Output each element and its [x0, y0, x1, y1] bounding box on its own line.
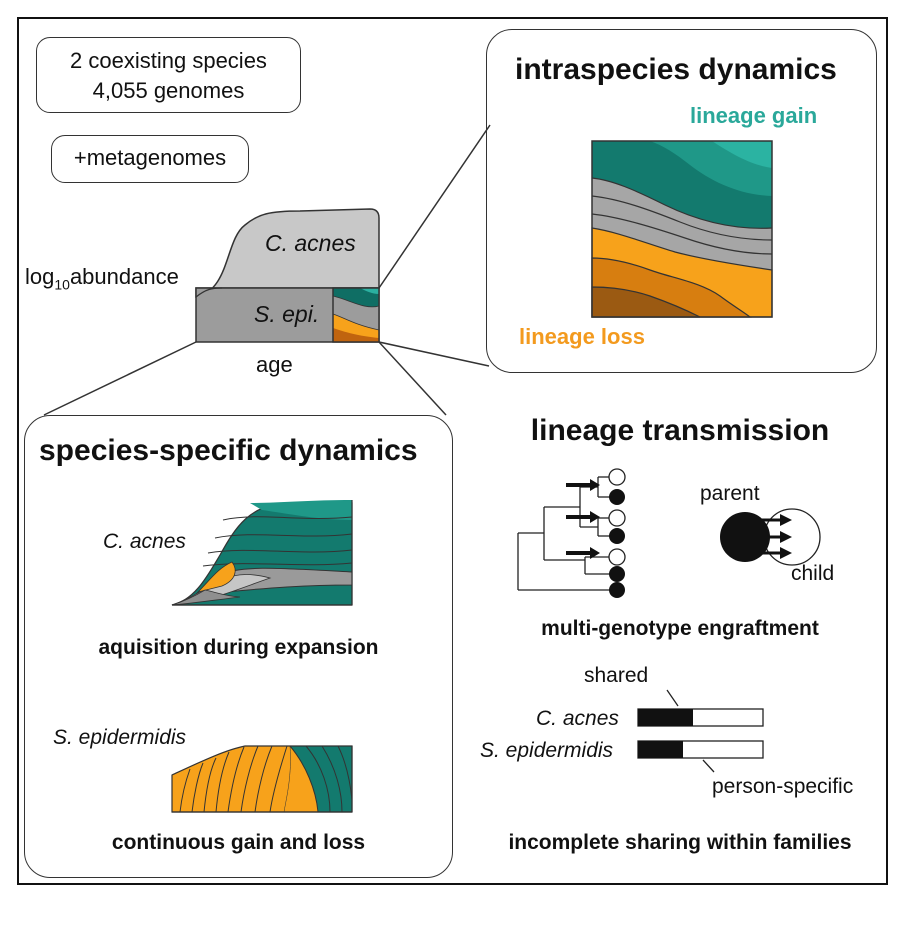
figure-frame: [17, 17, 888, 885]
shared-pointer: [666, 689, 679, 707]
lineage-gain-label: lineage gain: [690, 103, 818, 128]
engraftment-arrows: [566, 479, 600, 559]
shared-bar: [638, 741, 683, 758]
age-axis-label: age: [256, 352, 293, 377]
s-epi-area-label: S. epi.: [254, 301, 320, 327]
engraftment-caption: multi-genotype engraftment: [541, 617, 819, 640]
s-epi-lineage-plot: [171, 745, 353, 813]
shared-label: shared: [584, 664, 649, 687]
transmission-title: lineage transmission: [530, 414, 830, 447]
species-specific-title: species-specific dynamics: [39, 434, 418, 467]
intraspecies-title: intraspecies dynamics: [515, 53, 837, 86]
person-specific-pointer: [702, 759, 715, 773]
c-acnes-area-label: C. acnes: [265, 230, 356, 256]
c-acnes-area: [195, 208, 380, 298]
parent-label: parent: [700, 482, 760, 505]
connector-line-right: [378, 341, 447, 416]
sharing-bars: [637, 708, 764, 759]
arrow-icon: [566, 547, 600, 559]
c-acnes-panel-label: C. acnes: [103, 530, 186, 553]
abundance-plot: [195, 208, 380, 343]
sharing-caption: incomplete sharing within families: [508, 831, 852, 854]
metagenomes-box: [51, 135, 249, 183]
info-box: [36, 37, 301, 113]
connector-line-bottom: [378, 341, 490, 367]
phylogenetic-tree: [517, 476, 617, 591]
intraspecies-lineage-plot: [591, 140, 773, 318]
arrow-icon: [566, 511, 600, 523]
species-specific-panel: [24, 415, 453, 878]
c-acnes-lineage-plot: [171, 500, 353, 606]
abundance-axis-label: log10abundance: [25, 264, 179, 293]
bar-label-c-acnes: C. acnes: [536, 707, 619, 730]
mini-lineage-inset: [332, 287, 380, 343]
c-acnes-caption: aquisition during expansion: [98, 636, 379, 659]
child-label: child: [791, 562, 835, 585]
connector-line-top: [378, 124, 491, 289]
bar-label-s-epidermidis: S. epidermidis: [480, 739, 614, 762]
parent-circle: [720, 512, 770, 562]
info-line-genome-count: 4,055 genomes: [92, 78, 245, 103]
arrow-icon: [566, 479, 600, 491]
s-epi-caption: continuous gain and loss: [111, 831, 366, 854]
shared-bar: [638, 709, 693, 726]
intraspecies-panel: [486, 29, 877, 373]
info-line-genomes-species: 2 coexisting species: [70, 48, 267, 73]
lineage-loss-label: lineage loss: [519, 324, 645, 349]
connector-line-left: [43, 341, 197, 416]
parent-child-transmission: [720, 508, 821, 566]
s-epi-panel-label: S. epidermidis: [53, 726, 187, 749]
person-specific-label: person-specific: [712, 775, 854, 798]
metagenomes-label: +metagenomes: [73, 145, 227, 170]
tree-tips: [608, 468, 626, 598]
